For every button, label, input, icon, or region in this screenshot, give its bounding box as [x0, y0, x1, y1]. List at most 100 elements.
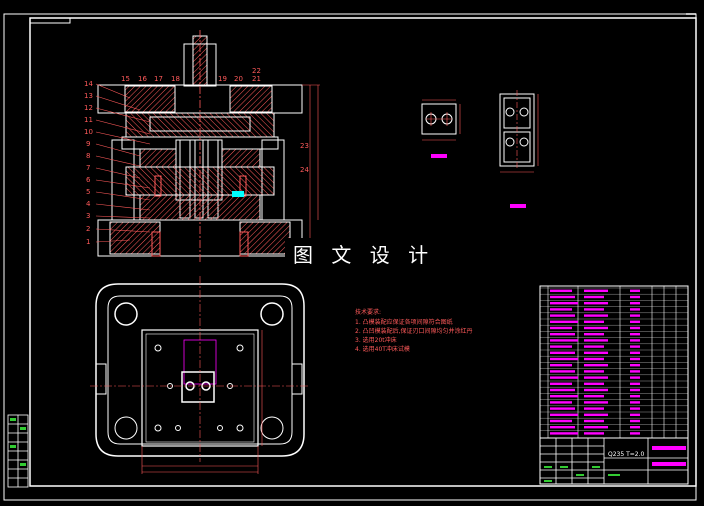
bom-cell-mark [630, 339, 640, 342]
part-number: 8 [86, 152, 90, 160]
part-numbers-left: 14 13 12 11 10 9 8 7 6 5 4 3 2 1 [84, 80, 93, 246]
bom-cell-mark [584, 320, 604, 323]
bom-cell-mark [550, 302, 578, 305]
bom-cell-mark [584, 364, 608, 367]
tech-title: 技术要求: [355, 308, 381, 316]
bom-cell-mark [630, 388, 640, 392]
part-number: 11 [84, 116, 93, 124]
bom-cell-mark [584, 302, 608, 305]
revision-strip [7, 414, 29, 488]
bom-cell-mark [630, 308, 640, 311]
bom-cell-mark [584, 295, 604, 299]
bom-cell-mark [584, 376, 608, 379]
watermark-bg [285, 238, 425, 268]
bom-cell-mark [584, 326, 608, 330]
workpiece-view-2 [499, 90, 539, 173]
bom-cell-mark [584, 407, 604, 410]
bom-cell-mark [584, 401, 608, 404]
bom-cell-mark [630, 382, 640, 385]
bom-rows [540, 287, 688, 435]
bom-cell-mark [630, 426, 640, 429]
bom-cell-mark [550, 333, 575, 336]
part-number: 10 [84, 128, 93, 136]
part-number: 22 [252, 67, 261, 75]
bom-cell-mark [550, 326, 572, 330]
tech-line: 1. 凸模装配应保证各项间隙符合图纸 [355, 318, 453, 326]
bom-cell-mark [584, 339, 608, 342]
bom-cell-mark [584, 432, 604, 435]
title-block-green [544, 466, 620, 482]
bom-cell-mark [550, 314, 575, 317]
bom-cell-mark [584, 314, 608, 317]
part-number: 4 [86, 200, 91, 208]
bom-cell-mark [630, 289, 640, 292]
bom-cell-mark [550, 395, 578, 398]
bom-cell-mark [630, 364, 640, 367]
workpiece-view-1 [421, 99, 461, 141]
plan-centerlines [90, 276, 310, 462]
part-number: 20 [234, 75, 243, 83]
part-number: 14 [84, 80, 93, 88]
part-numbers-top: 15 16 17 18 19 20 21 22 23 24 [121, 67, 309, 174]
bom-cell-mark [550, 370, 575, 373]
part-number: 19 [218, 75, 227, 83]
bom-cell-mark [584, 388, 608, 392]
bom-cell-mark [550, 382, 572, 385]
bom-cell-mark [584, 419, 604, 423]
part-number: 5 [86, 188, 90, 196]
material-spec: Q235 T=2.0 [608, 451, 644, 458]
view-label-1 [431, 154, 447, 158]
bom-cell-mark [584, 351, 608, 354]
bom-cell-mark [630, 413, 640, 416]
bom-cell-mark [550, 413, 578, 416]
bom-cell-mark [550, 432, 578, 435]
bom-cell-mark [584, 333, 604, 336]
part-number: 21 [252, 75, 261, 83]
bom-cell-mark [550, 345, 572, 348]
part-number: 13 [84, 92, 93, 100]
part-number: 24 [300, 166, 309, 174]
watermark: 图 文 设 计 [293, 243, 434, 267]
bom-cell-mark [550, 308, 572, 311]
bom-cell-mark [584, 308, 604, 311]
part-number: 7 [86, 164, 90, 172]
bom-cell-mark [630, 302, 640, 305]
bom-cell-mark [550, 407, 575, 410]
part-number: 2 [86, 225, 90, 233]
bom-cell-mark [550, 388, 575, 392]
bom-cell-mark [550, 351, 575, 354]
bom-cell-mark [584, 413, 608, 416]
technical-requirements: 技术要求: 1. 凸模装配应保证各项间隙符合图纸 2. 凸凹模装配后,保证刃口间… [355, 308, 473, 353]
bom-cell-mark [550, 289, 572, 292]
bom-cell-mark [550, 339, 578, 342]
tech-line: 2. 凸凹模装配后,保证刃口间隙均匀并涂红丹 [355, 327, 473, 335]
part-number: 12 [84, 104, 93, 112]
bom-cell-mark [630, 314, 640, 317]
bom-cell-mark [550, 295, 575, 299]
bom-cell-mark [550, 357, 578, 361]
part-number: 1 [86, 238, 90, 246]
bom-cell-mark [550, 401, 572, 404]
bom-cell-mark [584, 395, 604, 398]
bom-cell-mark [584, 345, 604, 348]
part-number: 15 [121, 75, 130, 83]
bom-cell-mark [630, 345, 640, 348]
plan-dimensions [141, 330, 263, 474]
bom-cell-mark [630, 326, 640, 330]
bom-cell-mark [584, 357, 604, 361]
bom-cell-mark [550, 426, 575, 429]
bom-cell-mark [630, 357, 640, 361]
bom-cell-mark [550, 364, 572, 367]
bom-cell-mark [584, 370, 604, 373]
part-number: 17 [154, 75, 163, 83]
tech-line: 3. 选用20t冲床 [355, 336, 397, 344]
bom-cell-mark [584, 382, 604, 385]
drawing-number [652, 446, 686, 450]
part-number: 9 [86, 140, 90, 148]
tech-line: 4. 选用40T冲床试模 [355, 345, 410, 353]
part-number: 6 [86, 176, 91, 184]
bom-cell-mark [550, 376, 578, 379]
part-number: 3 [86, 212, 90, 220]
bom-cell-mark [630, 401, 640, 404]
